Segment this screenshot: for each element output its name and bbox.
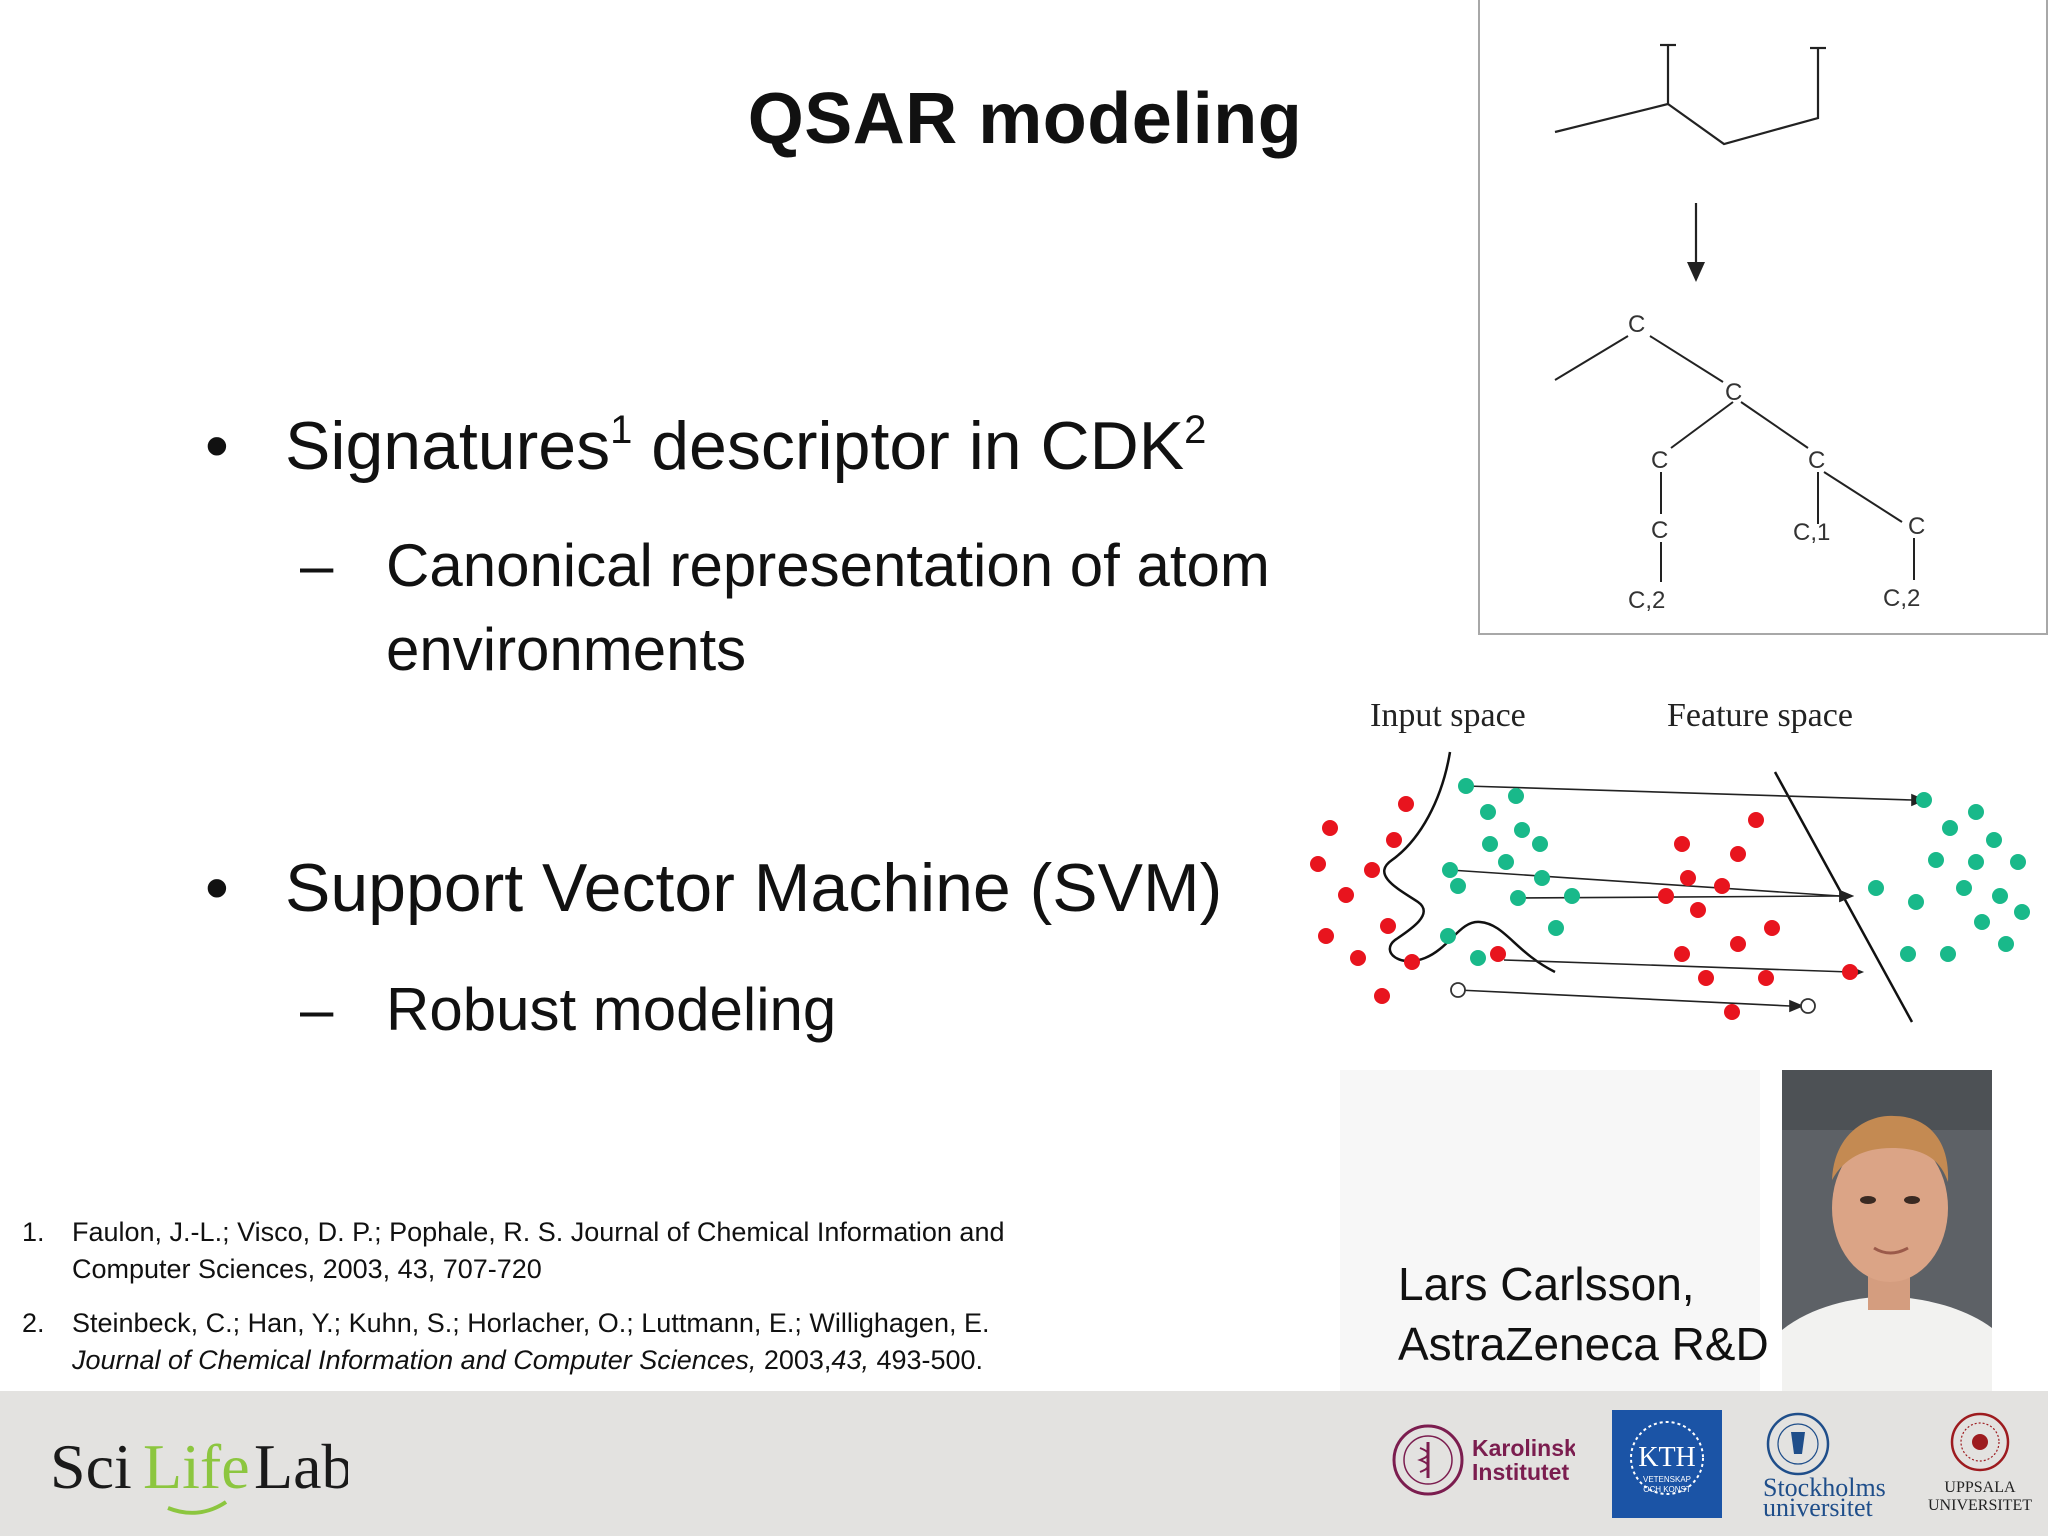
universitet-text: universitet (1763, 1493, 1874, 1520)
nonlinear-decision-boundary (1383, 751, 1556, 974)
atom-leaf-label: C,1 (1793, 519, 1830, 546)
positive-class-points (1440, 778, 2030, 966)
kth-motto-2: OCH KONST (1643, 1485, 1691, 1494)
atom-label-root: C (1628, 311, 1645, 338)
atom-label: C (1908, 513, 1925, 540)
bullet-signatures: • Signatures1 descriptor in CDK2 (205, 406, 1206, 486)
atom-label: C (1651, 517, 1668, 544)
bullet-svm: • Support Vector Machine (SVM) (205, 848, 1222, 928)
reference-1: 1. Faulon, J.-L.; Visco, D. P.; Pophale, … (22, 1214, 1062, 1288)
uppsala-text: UPPSALA (1944, 1479, 2016, 1496)
reference-text-cont: Computer Sciences, 2003, 43, 707-720 (72, 1254, 542, 1284)
svg-text:Lab: Lab (254, 1431, 348, 1502)
reference-number: 2. (22, 1308, 45, 1338)
reference-volume: 43, (831, 1345, 869, 1375)
atom-label: C (1725, 379, 1742, 406)
reference-text-cont: Journal of Chemical Information and Comp… (22, 1342, 1062, 1379)
sub-bullet-marker: – (300, 976, 334, 1043)
sub-bullet-text-cont: environments (386, 616, 747, 683)
bullet-text-cont: descriptor in CDK (632, 408, 1185, 484)
uppsala-universitet-text: UNIVERSITET (1928, 1497, 2032, 1514)
sub-bullet-text: Robust modeling (386, 976, 837, 1043)
bullet-text: Support Vector Machine (SVM) (285, 850, 1223, 926)
unlabeled-points (1450, 982, 1816, 1014)
footnote-ref-2: 2 (1184, 408, 1207, 452)
kth-logo: KTH VETENSKAP OCH KONST (1612, 1410, 1722, 1518)
karolinska-logo: Karolinska Institutet (1392, 1424, 1575, 1496)
person-photo (1782, 1070, 1992, 1391)
slide-title: QSAR modeling (747, 79, 1303, 159)
reference-text: Steinbeck, C.; Han, Y.; Kuhn, S.; Horlac… (72, 1308, 990, 1338)
svm-kernel-figure: Input space Feature space (1310, 697, 2030, 1023)
person-caption: Lars Carlsson, AstraZeneca R&D (1398, 1254, 1769, 1374)
reference-pages: 493-500. (868, 1345, 984, 1375)
person-name: Lars Carlsson, (1398, 1258, 1695, 1310)
reference-number: 1. (22, 1217, 45, 1247)
molecule-signature-figure: C C C C C C C,2 C,1 C,2 (1478, 0, 2048, 635)
person-affiliation: AstraZeneca R&D (1398, 1318, 1769, 1370)
footnote-ref-1: 1 (610, 408, 633, 452)
uppsala-universitet-logo: UPPSALA UNIVERSITET (1928, 1412, 2032, 1514)
bullet-marker: • (205, 408, 229, 484)
reference-year: 2003, (756, 1345, 832, 1375)
atom-label: C (1808, 447, 1825, 474)
journal-name: Journal of Chemical Information and Comp… (72, 1345, 757, 1375)
person-caption-area (1340, 1070, 1760, 1391)
input-space-label: Input space (1370, 697, 1526, 734)
kth-text: KTH (1638, 1442, 1696, 1473)
sub-bullet-marker: – (300, 532, 334, 599)
sub-bullet-canonical: –Canonical representation of atom enviro… (300, 524, 1270, 692)
svg-text:Sci: Sci (50, 1431, 132, 1502)
sub-bullet-robust: –Robust modeling (300, 968, 836, 1052)
bullet-text: Signatures (285, 408, 611, 484)
stockholms-universitet-logo: Stockholms universitet (1763, 1412, 1886, 1520)
reference-text: Faulon, J.-L.; Visco, D. P.; Pophale, R.… (72, 1217, 1005, 1247)
kth-motto-1: VETENSKAP (1643, 1475, 1691, 1484)
feature-space-label: Feature space (1667, 697, 1853, 734)
scilifelab-logo: Sci Life Lab (50, 1431, 348, 1515)
atom-label: C (1651, 447, 1668, 474)
negative-class-points (1310, 796, 1858, 1020)
sub-bullet-text: Canonical representation of atom (386, 532, 1270, 599)
bullet-marker: • (205, 850, 229, 926)
institutet-text: Institutet (1472, 1459, 1569, 1485)
atom-leaf-label: C,2 (1883, 585, 1920, 612)
karolinska-text: Karolinska (1472, 1435, 1575, 1461)
reference-2: 2. Steinbeck, C.; Han, Y.; Kuhn, S.; Horl… (22, 1305, 1062, 1379)
atom-leaf-label: C,2 (1628, 587, 1665, 614)
stockholms-text: Stockholms (1763, 1473, 1886, 1502)
svg-text:Life: Life (143, 1431, 250, 1502)
